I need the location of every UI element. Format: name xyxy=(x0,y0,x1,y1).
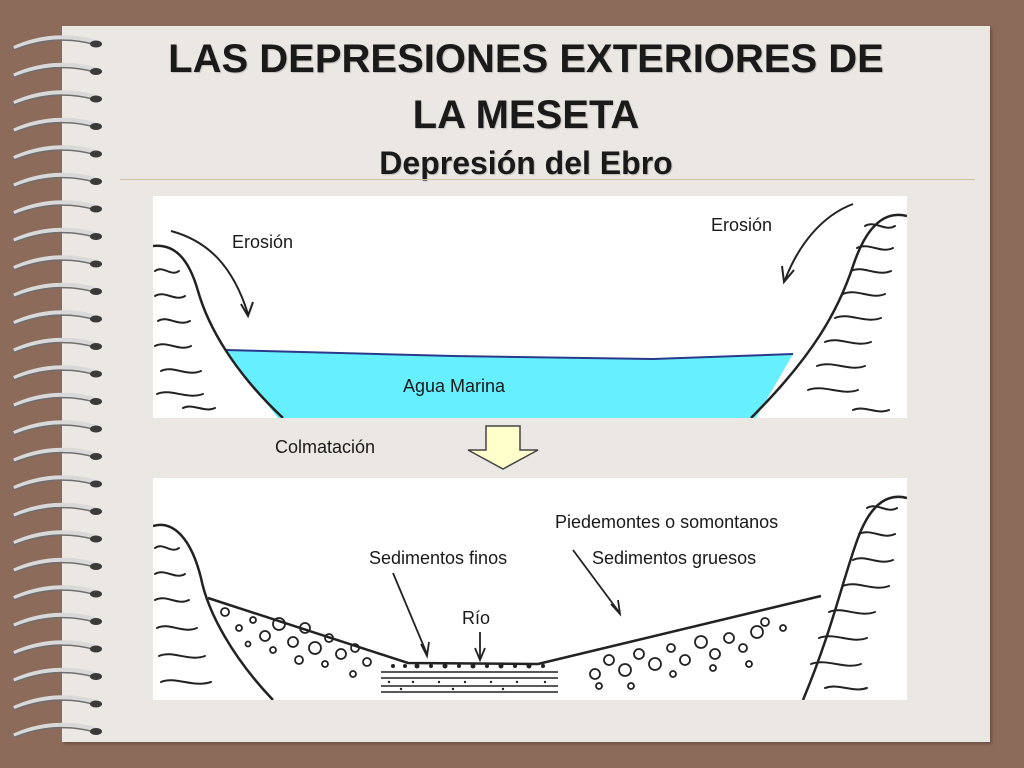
down-arrow-icon xyxy=(467,425,539,470)
erosion-left-arrow xyxy=(170,230,249,315)
fine-sediment-label: Sedimentos finos xyxy=(369,548,508,568)
right-mountain xyxy=(750,213,907,418)
diagram-sea-basin: Erosión Erosión Agua Marina xyxy=(153,196,907,418)
right-mountain xyxy=(801,495,907,700)
erosion-left-label: Erosión xyxy=(232,232,294,252)
filled-basin-drawing xyxy=(153,495,907,700)
coarse-sediment-pointer xyxy=(572,549,620,613)
diagram-filled-basin: Piedemontes o somontanos Sedimentos fino… xyxy=(153,478,907,700)
slide-subtitle: Depresión del Ebro xyxy=(379,145,673,181)
slide-title-line-2: LA MESETA xyxy=(412,93,640,137)
water-label: Agua Marina xyxy=(403,376,506,396)
coarse-sediment-label: Sedimentos gruesos xyxy=(592,548,757,568)
river-label: Río xyxy=(462,608,491,628)
piedemontes-label: Piedemontes o somontanos xyxy=(555,512,779,532)
fine-sediment-layers xyxy=(381,671,558,693)
sea-water xyxy=(225,350,793,418)
left-mountain xyxy=(153,523,274,700)
erosion-right-label: Erosión xyxy=(711,215,773,235)
coarse-sediments-left xyxy=(220,607,372,678)
coarse-sediments-right xyxy=(589,617,787,690)
sea-basin-drawing xyxy=(153,203,907,418)
colmatacion-label: Colmatación xyxy=(275,437,376,457)
erosion-right-arrow xyxy=(784,203,854,281)
title-divider xyxy=(120,179,975,180)
fine-sediment-pointer xyxy=(392,572,428,655)
slide-title-line-1: LAS DEPRESIONES EXTERIORES DE xyxy=(168,37,884,81)
left-mountain xyxy=(153,244,284,418)
